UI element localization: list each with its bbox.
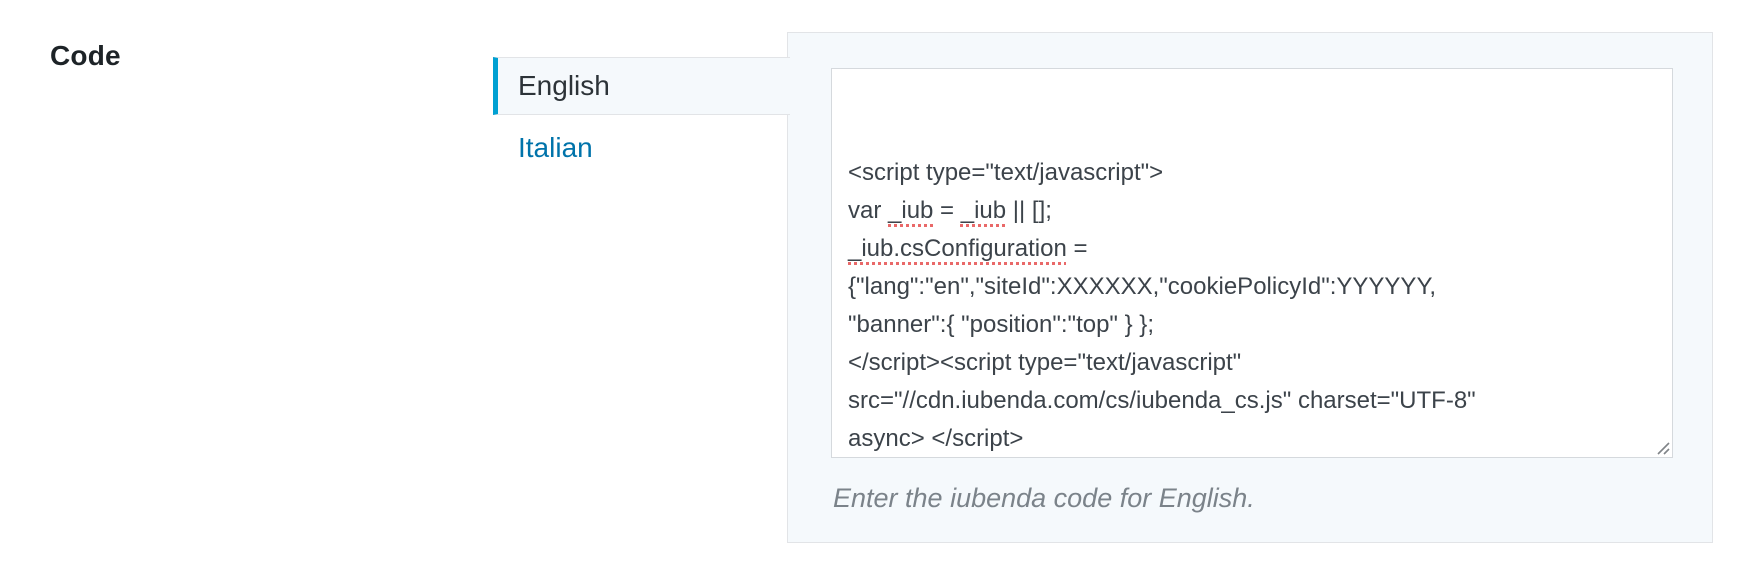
code-textarea[interactable]: <script type="text/javascript"> var _iub … bbox=[831, 68, 1673, 458]
language-code-panel: <script type="text/javascript"> var _iub … bbox=[787, 32, 1713, 543]
misspelled-word: _iub.csConfiguration bbox=[848, 235, 1067, 262]
code-line: "banner":{ "position":"top" } }; bbox=[848, 311, 1154, 338]
tab-english[interactable]: English bbox=[493, 57, 790, 115]
code-line: _iub.csConfiguration = bbox=[848, 235, 1088, 262]
tab-italian[interactable]: Italian bbox=[518, 132, 593, 163]
code-line: <script type="text/javascript"> bbox=[848, 159, 1164, 186]
code-content: <script type="text/javascript"> var _iub … bbox=[848, 154, 1656, 457]
code-line: src="//cdn.iubenda.com/cs/iubenda_cs.js"… bbox=[848, 387, 1476, 414]
resize-handle-icon[interactable] bbox=[1654, 439, 1670, 455]
code-line: var _iub = _iub || []; bbox=[848, 197, 1052, 224]
code-line: async> </script> bbox=[848, 425, 1024, 452]
misspelled-word: _iub bbox=[960, 197, 1007, 224]
misspelled-word: _iub bbox=[888, 197, 934, 224]
field-label-code: Code bbox=[50, 40, 121, 71]
code-line: {"lang":"en","siteId":XXXXXX,"cookiePoli… bbox=[848, 273, 1437, 300]
helper-text: Enter the iubenda code for English. bbox=[833, 483, 1255, 513]
tab-english-label: English bbox=[518, 70, 610, 101]
code-line: </script><script type="text/javascript" bbox=[848, 349, 1242, 376]
